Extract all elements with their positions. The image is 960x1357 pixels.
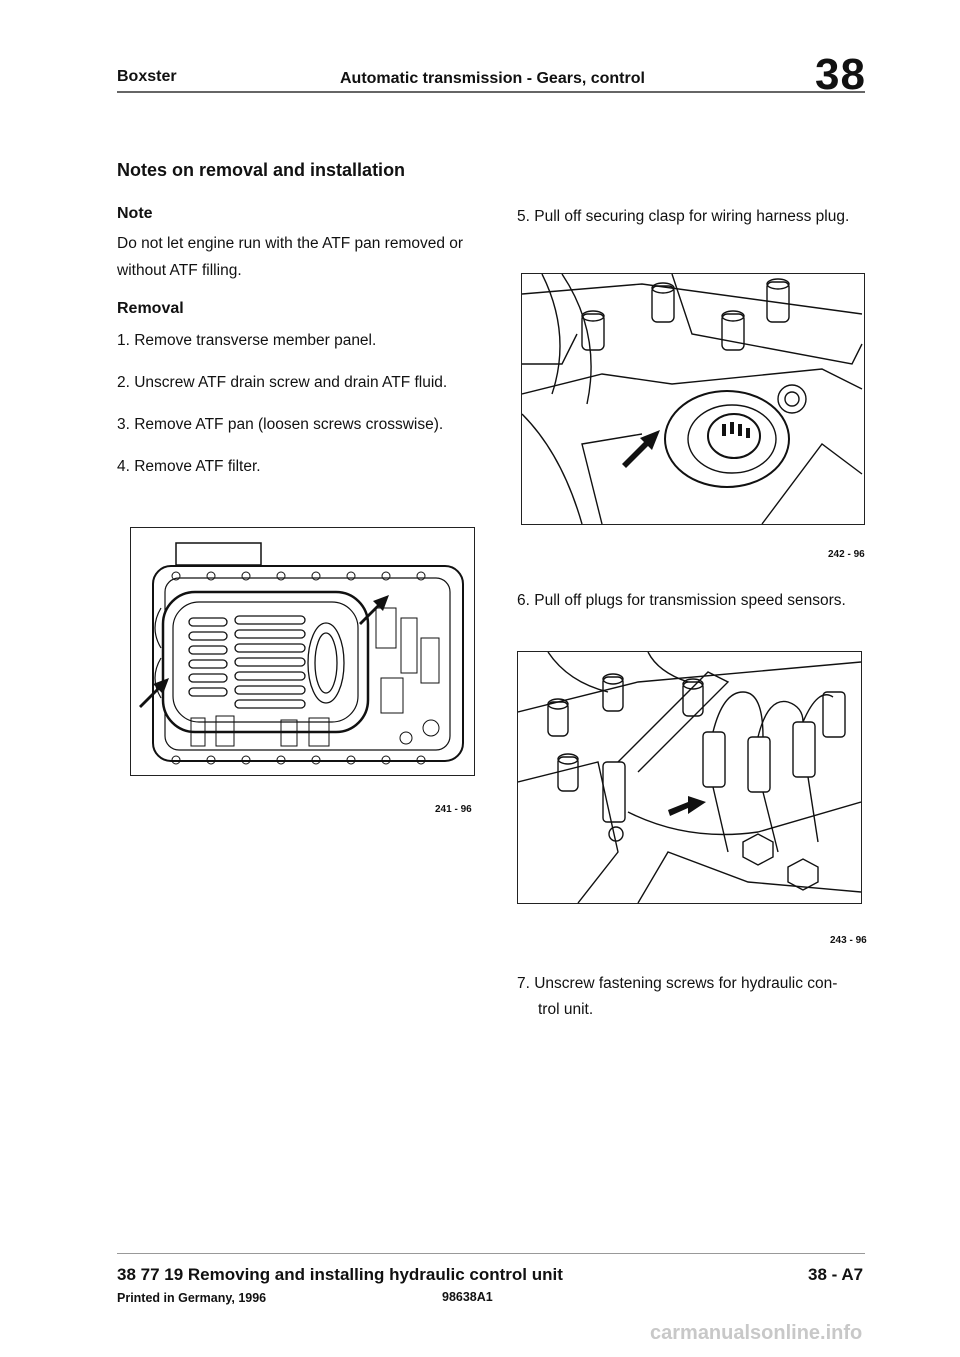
step-1: 1. Remove transverse member panel. [117,332,377,349]
sensor-plugs-drawing [518,652,861,903]
figure-number-243: 243 - 96 [830,935,867,946]
atf-pan-illustration [130,527,475,776]
header-divider [117,91,865,93]
step-3: 3. Remove ATF pan (loosen screws crosswi… [117,416,444,433]
chapter-number: 38 [815,50,866,99]
watermark: carmanualsonline.info [650,1322,863,1344]
step-6: 6. Pull off plugs for transmission speed… [517,592,846,609]
page-number: 38 - A7 [808,1265,864,1284]
step-5: 5. Pull off securing clasp for wiring ha… [517,208,850,225]
speed-sensor-plugs-illustration [517,651,862,904]
document-code: 98638A1 [442,1290,493,1304]
section-title: Notes on removal and installation [117,160,406,180]
figure-number-242: 242 - 96 [828,549,865,560]
step-4: 4. Remove ATF filter. [117,458,261,475]
step-7-line-2: trol unit. [538,1001,594,1018]
wiring-harness-plug-illustration [521,273,865,525]
printed-note: Printed in Germany, 1996 [117,1291,267,1305]
footer-title: 38 77 19 Removing and installing hydraul… [117,1265,563,1284]
atf-filter-drawing [131,528,474,775]
note-text: Do not let engine run with the ATF pan r… [117,235,464,279]
footer-divider [117,1253,865,1254]
figure-number-241: 241 - 96 [435,804,472,815]
step-7-line-1: 7. Unscrew fastening screws for hydrauli… [517,975,838,992]
step-2: 2. Unscrew ATF drain screw and drain ATF… [117,374,448,391]
header-title: Automatic transmission - Gears, control [340,70,645,87]
header-model: Boxster [117,68,177,85]
removal-heading: Removal [117,300,184,317]
harness-plug-drawing [522,274,864,524]
note-heading: Note [117,205,153,222]
